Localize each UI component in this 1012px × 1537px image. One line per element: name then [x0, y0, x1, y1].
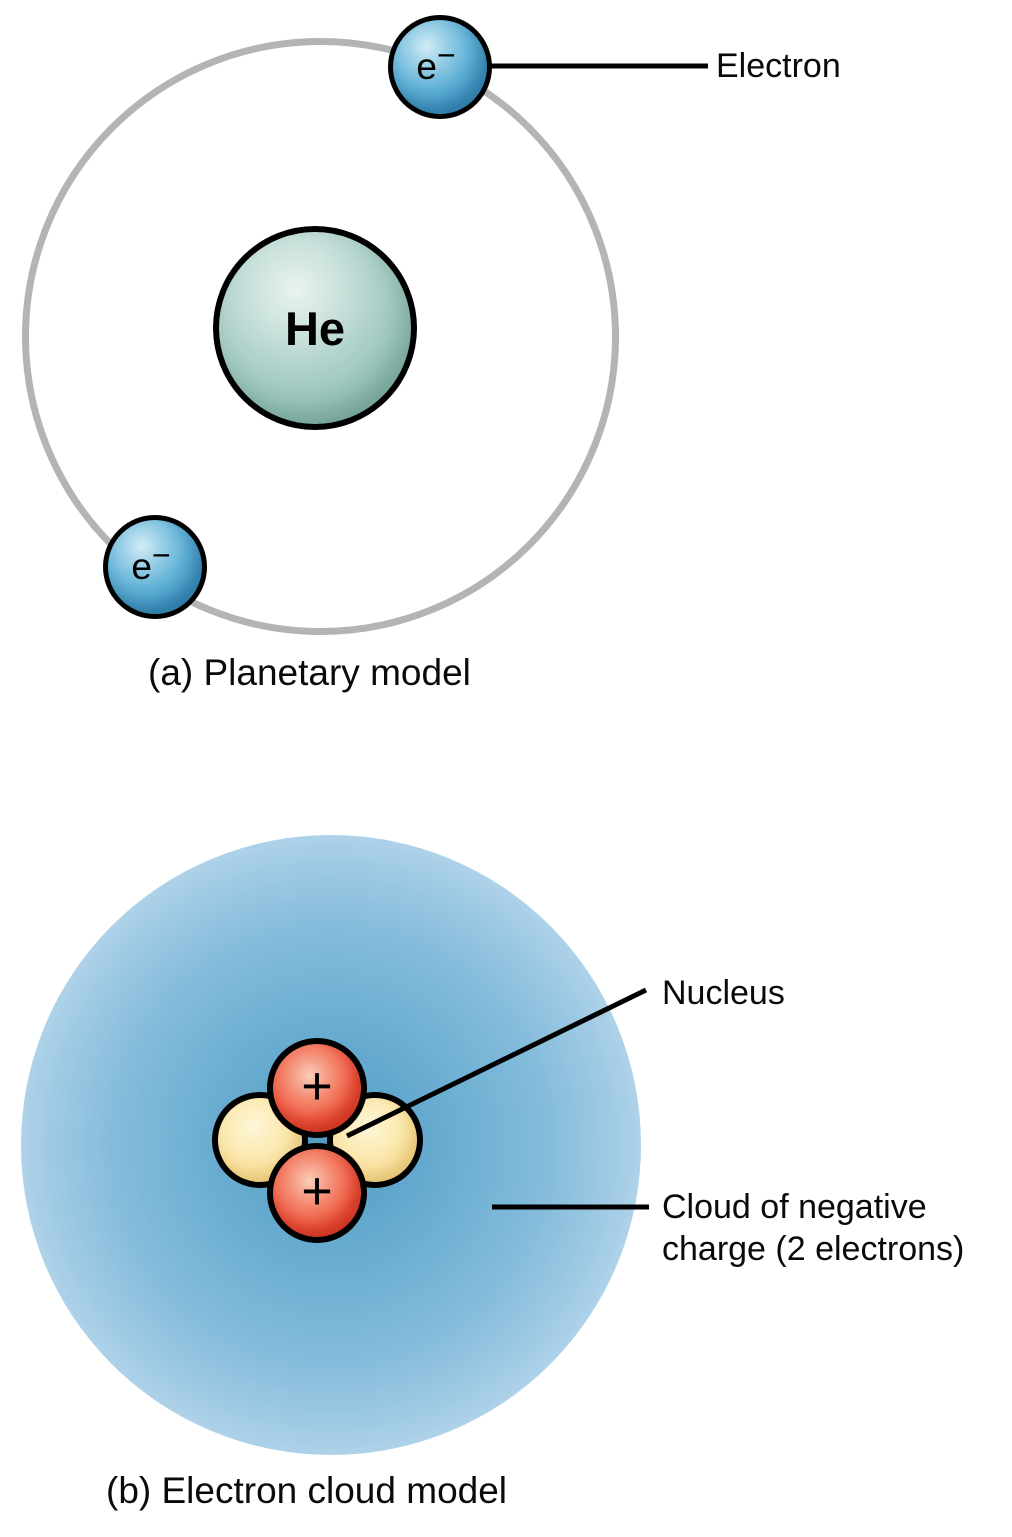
electron-symbol-label: e− — [416, 39, 455, 88]
proton-top: + — [267, 1038, 367, 1138]
electron-charge-sign: − — [436, 37, 456, 73]
panel-b-caption: (b) Electron cloud model — [106, 1470, 508, 1511]
electron-symbol-label: e− — [131, 539, 170, 588]
cloud-callout-label: Cloud of negative charge (2 electrons) — [662, 1186, 964, 1270]
helium-symbol-label: He — [284, 301, 346, 355]
electron-orbit-circle — [22, 38, 619, 635]
nucleus-callout-label: Nucleus — [662, 974, 785, 1012]
proton-bottom: + — [267, 1143, 367, 1243]
electron-symbol: e — [416, 46, 437, 87]
cloud-callout-line2: charge (2 electrons) — [662, 1230, 965, 1268]
plus-sign: + — [301, 1056, 333, 1116]
helium-nucleus-sphere: He — [213, 226, 417, 430]
electron-bottom-left: e− — [103, 515, 207, 619]
electron-callout-label: Electron — [716, 47, 841, 85]
electron-top: e− — [388, 15, 492, 119]
electron-symbol: e — [131, 546, 152, 587]
electron-charge-sign: − — [151, 537, 171, 573]
plus-sign: + — [301, 1161, 333, 1221]
panel-a-caption: (a) Planetary model — [148, 652, 471, 693]
cloud-callout-line1: Cloud of negative — [662, 1188, 927, 1226]
